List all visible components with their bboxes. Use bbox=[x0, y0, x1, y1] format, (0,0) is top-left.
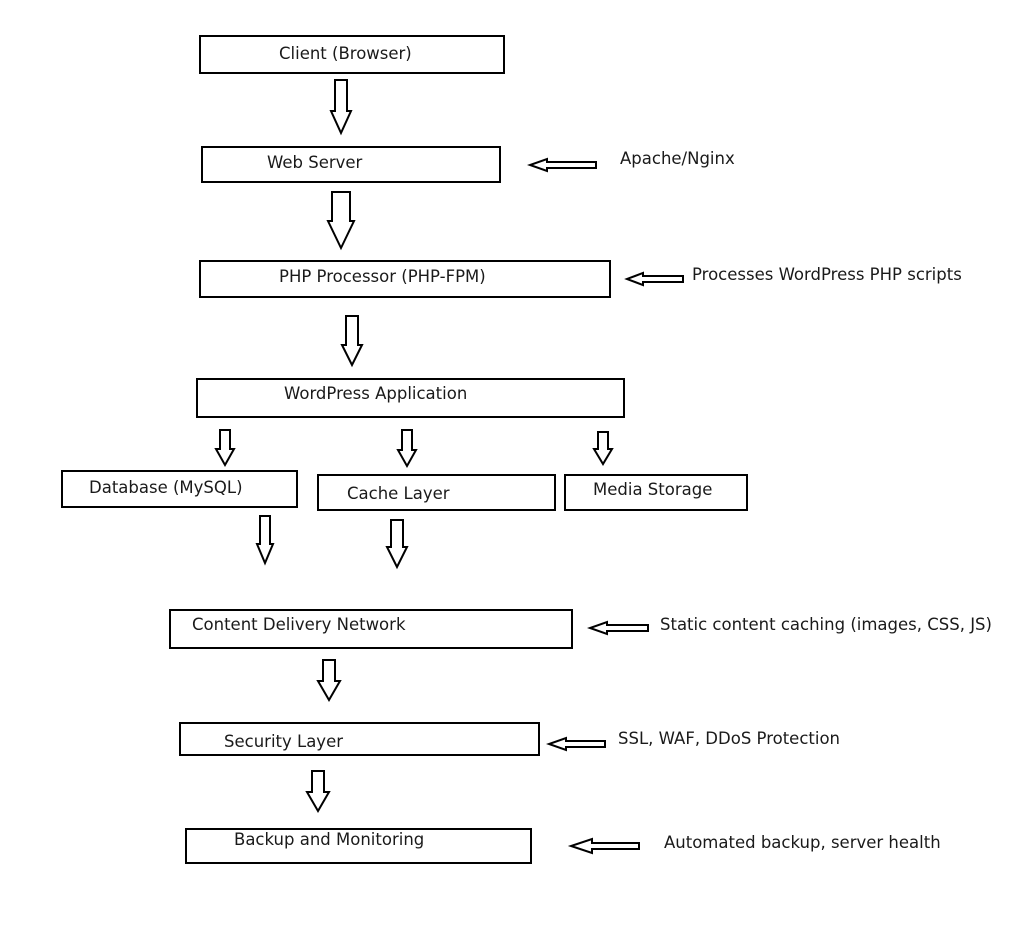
arrow-wordpress-to-cache bbox=[396, 429, 418, 469]
arrow-backup-note-to-backup bbox=[567, 837, 640, 855]
media-storage-label: Media Storage bbox=[593, 480, 713, 499]
web-server-annotation: Apache/Nginx bbox=[620, 149, 735, 168]
arrow-wordpress-to-media bbox=[592, 431, 614, 466]
arrow-web-server-to-php bbox=[326, 191, 356, 251]
arrow-php-to-wordpress bbox=[340, 315, 364, 368]
arrow-wordpress-to-database bbox=[214, 429, 236, 468]
cdn-label: Content Delivery Network bbox=[192, 615, 406, 634]
client-label: Client (Browser) bbox=[279, 44, 412, 63]
media-storage-box bbox=[564, 474, 748, 511]
php-processor-box bbox=[199, 260, 611, 298]
cdn-box bbox=[169, 609, 573, 649]
security-layer-label: Security Layer bbox=[224, 732, 344, 751]
database-box bbox=[61, 470, 298, 508]
arrow-cache-to-cdn bbox=[385, 519, 409, 570]
arrow-database-to-cdn bbox=[255, 515, 275, 566]
cdn-annotation: Static content caching (images, CSS, JS) bbox=[660, 615, 992, 634]
cache-layer-label: Cache Layer bbox=[347, 484, 450, 503]
database-label: Database (MySQL) bbox=[89, 478, 243, 497]
wordpress-app-box bbox=[196, 378, 625, 418]
arrow-security-note-to-security bbox=[545, 736, 606, 752]
backup-monitoring-annotation: Automated backup, server health bbox=[664, 833, 941, 852]
arrow-client-to-web-server bbox=[329, 79, 353, 136]
cache-layer-box bbox=[317, 474, 556, 511]
security-layer-box bbox=[179, 722, 540, 756]
backup-monitoring-box bbox=[185, 828, 532, 864]
wordpress-app-label: WordPress Application bbox=[284, 384, 468, 403]
arrow-cdn-to-security bbox=[316, 659, 342, 702]
arrow-php-note-to-php-processor bbox=[624, 271, 684, 287]
arrow-cdn-note-to-cdn bbox=[586, 620, 649, 636]
security-layer-annotation: SSL, WAF, DDoS Protection bbox=[618, 729, 841, 748]
php-processor-label: PHP Processor (PHP-FPM) bbox=[279, 267, 486, 286]
php-processor-annotation: Processes WordPress PHP scripts bbox=[692, 265, 962, 284]
arrow-security-to-backup bbox=[305, 770, 331, 813]
web-server-box bbox=[201, 146, 501, 183]
web-server-label: Web Server bbox=[267, 153, 363, 172]
backup-monitoring-label: Backup and Monitoring bbox=[234, 830, 425, 849]
arrow-apache-note-to-web-server bbox=[526, 157, 597, 173]
client-box bbox=[199, 35, 505, 74]
